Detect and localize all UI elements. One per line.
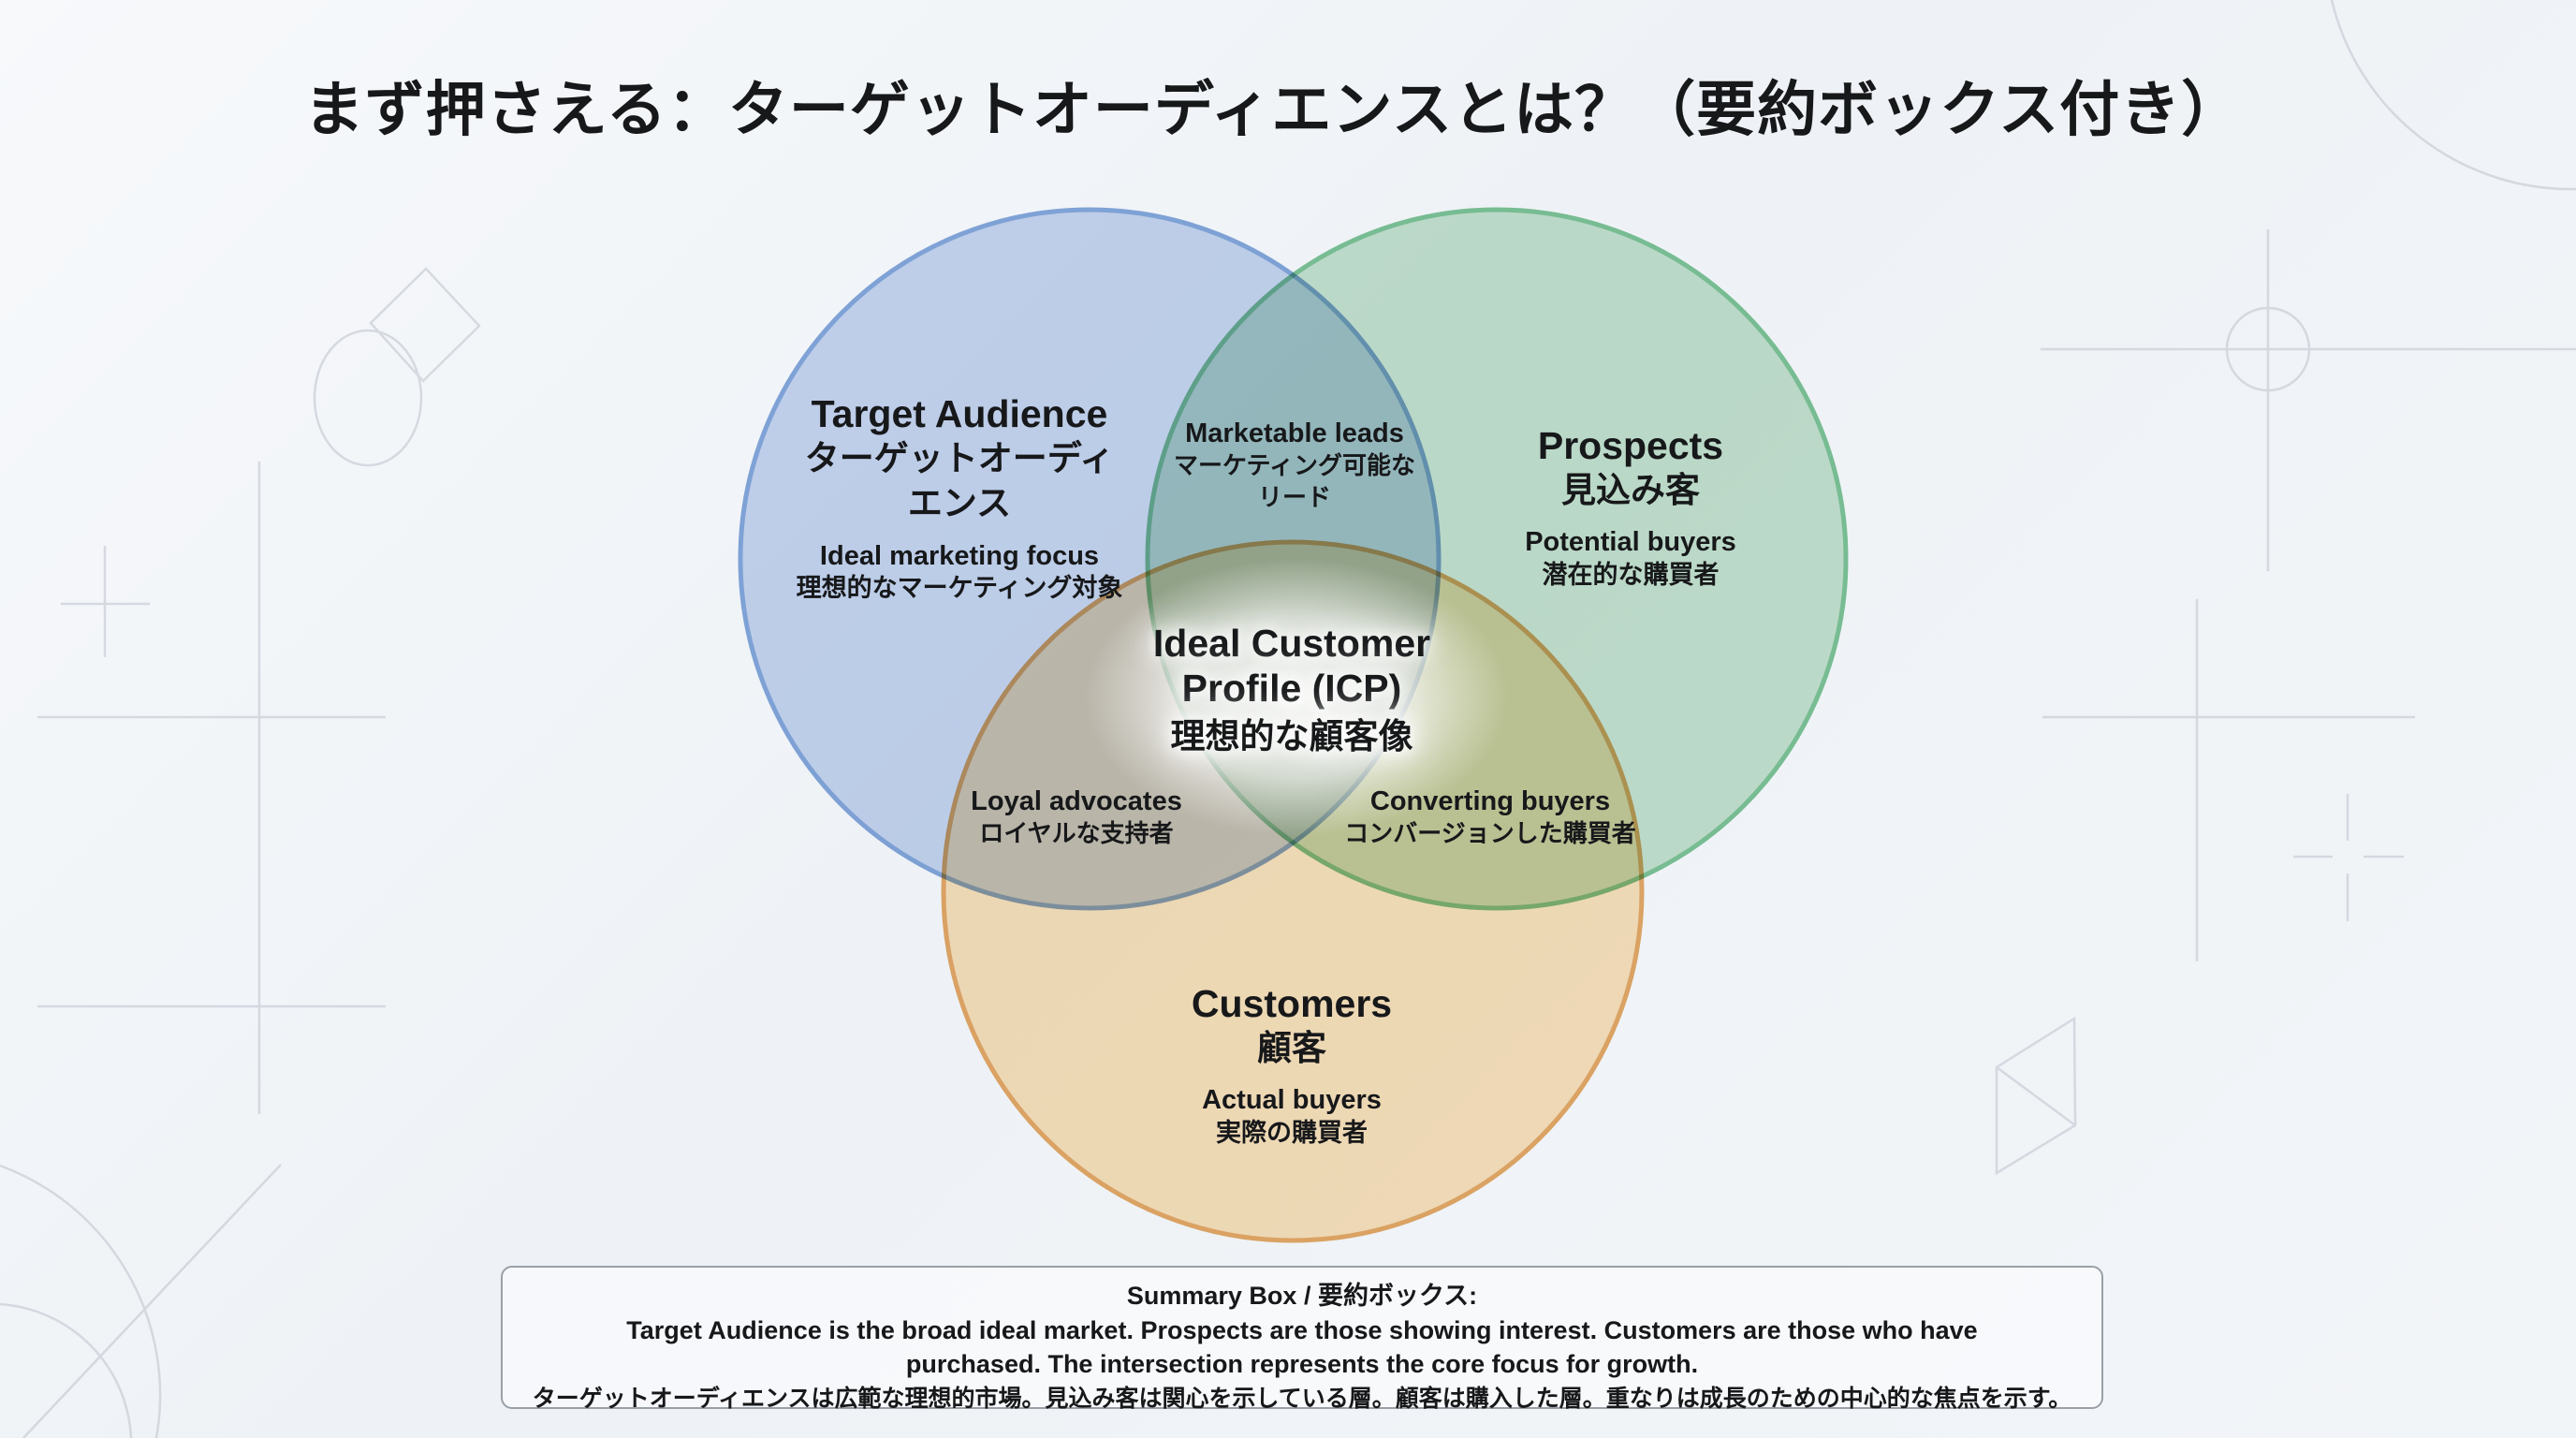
marketable-leads-label: Marketable leads マーケティング可能な リード <box>1174 417 1415 514</box>
deco-diamond-left <box>369 267 481 383</box>
prospects-sub-ja: 潜在的な購買者 <box>1542 560 1720 589</box>
prospects-sub-en: Potential buyers <box>1525 527 1736 558</box>
icp-en-2: Profile (ICP) <box>1181 667 1402 711</box>
icp-label: Ideal Customer Profile (ICP) 理想的な顧客像 <box>1153 621 1430 759</box>
prospects-title-en: Prospects <box>1537 424 1724 467</box>
target-audience-title-ja-1: ターゲットオーディ <box>804 439 1115 478</box>
summary-body-ja: ターゲットオーディエンスは広範な理想的市場。見込み客は関心を示している層。顧客は… <box>532 1386 2072 1413</box>
deco-arc-top-right <box>2330 0 2576 191</box>
target-audience-label: Target Audience ターゲットオーディ エンス Ideal mark… <box>797 391 1123 604</box>
summary-heading: Summary Box / 要約ボックス: <box>1126 1282 1478 1310</box>
loyal-advocates-en: Loyal advocates <box>971 786 1182 816</box>
target-audience-title-en: Target Audience <box>811 392 1108 435</box>
deco-dashed-cross-right <box>2293 794 2404 921</box>
target-audience-sub-ja: 理想的なマーケティング対象 <box>796 573 1123 602</box>
loyal-advocates-ja: ロイヤルな支持者 <box>979 819 1174 848</box>
icp-en-1: Ideal Customer <box>1152 622 1431 665</box>
deco-plus-left <box>61 546 150 657</box>
converting-buyers-ja: コンバージョンした購買者 <box>1344 819 1636 848</box>
customers-sub-en: Actual buyers <box>1202 1085 1382 1116</box>
deco-arc-inner <box>0 1302 133 1438</box>
deco-diagonal-left <box>22 1164 282 1438</box>
customers-title-en: Customers <box>1191 982 1393 1025</box>
deco-ellipse-left <box>313 329 423 467</box>
customers-label: Customers 顧客 Actual buyers 実際の購買者 <box>1192 981 1392 1149</box>
page-title: まず押さえる：ターゲットオーディエンスとは？（要約ボックス付き） <box>303 76 2243 143</box>
converting-buyers-label: Converting buyers コンバージョンした購買者 <box>1344 785 1635 850</box>
deco-arc-outer <box>0 1164 162 1438</box>
icp-ja: 理想的な顧客像 <box>1170 716 1413 756</box>
loyal-advocates-label: Loyal advocates ロイヤルな支持者 <box>971 785 1182 850</box>
converting-buyers-en: Converting buyers <box>1369 786 1611 816</box>
target-audience-sub-en: Ideal marketing focus <box>819 540 1100 571</box>
summary-box: Summary Box / 要約ボックス: Target Audience is… <box>501 1266 2103 1412</box>
marketable-leads-ja-2: リード <box>1257 483 1332 512</box>
marketable-leads-en: Marketable leads <box>1185 418 1404 448</box>
prospects-title-ja: 見込み客 <box>1561 471 1700 510</box>
deco-crosshair-lines <box>2041 229 2576 571</box>
customers-sub-ja: 実際の購買者 <box>1215 1118 1368 1147</box>
marketable-leads-ja-1: マーケティング可能な <box>1174 451 1415 480</box>
deco-banner-right <box>1995 1016 2077 1176</box>
customers-title-ja: 顧客 <box>1256 1029 1326 1068</box>
target-audience-title-ja-2: エンス <box>907 484 1012 523</box>
prospects-label: Prospects 見込み客 Potential buyers 潜在的な購買者 <box>1525 423 1736 591</box>
summary-body-en: Target Audience is the broad ideal marke… <box>626 1316 1978 1378</box>
